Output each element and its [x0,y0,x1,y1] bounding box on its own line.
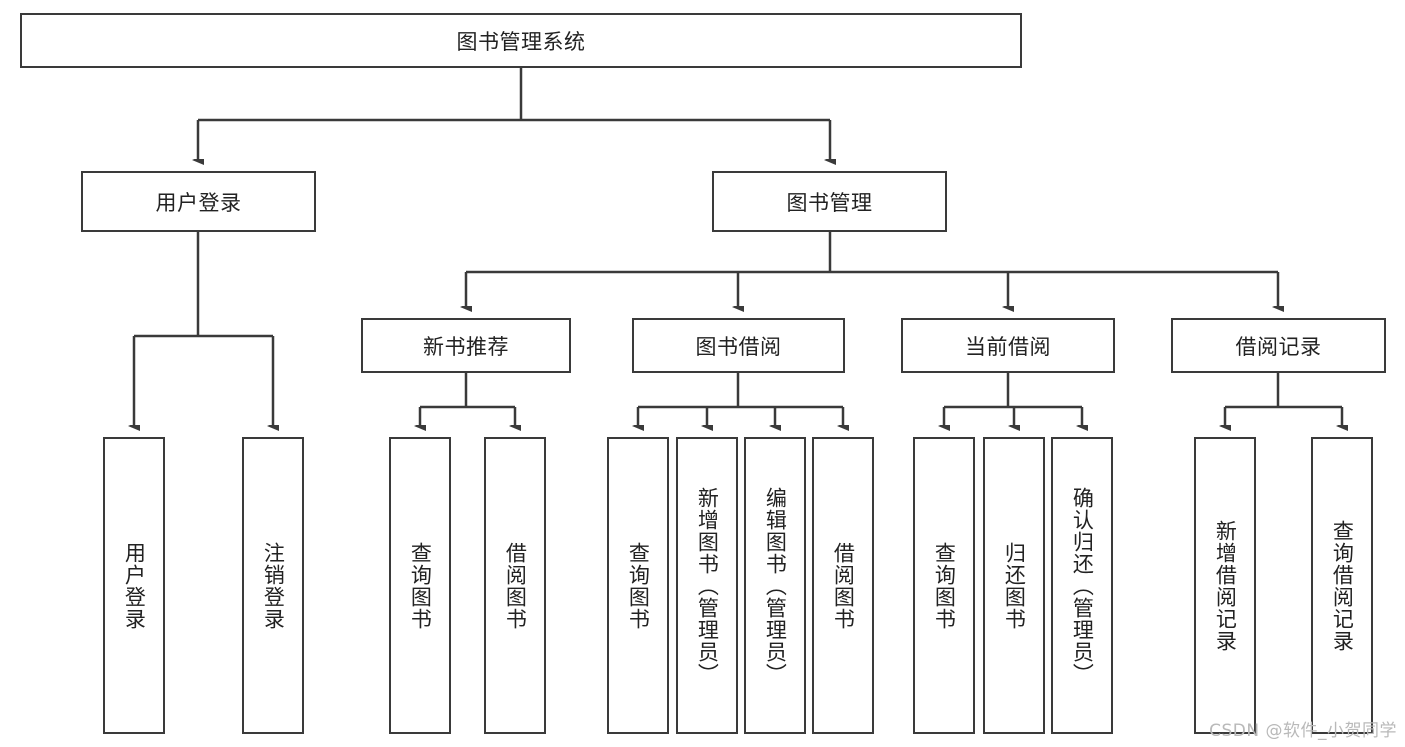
edge-user-login-to-leaves [134,232,273,426]
node-leaf-query-book-rec[interactable]: 查询图书 [389,437,451,734]
node-current-borrow[interactable]: 当前借阅 [901,318,1115,373]
edge-root-to-level1 [198,68,830,160]
node-label: 图书管理系统 [456,29,586,54]
edge-book-borrow-to-leaves [638,373,843,426]
node-label: 借阅图书 [831,541,856,630]
node-book-borrow[interactable]: 图书借阅 [632,318,845,373]
node-leaf-add-borrow-record[interactable]: 新增借阅记录 [1194,437,1256,734]
node-leaf-user-logout[interactable]: 注销登录 [242,437,304,734]
node-label: 借阅记录 [1235,334,1322,359]
node-label: 新增图书（管理员） [695,486,720,685]
node-label: 注销登录 [261,541,286,630]
node-root-system[interactable]: 图书管理系统 [20,13,1022,68]
node-leaf-query-book-borrow[interactable]: 查询图书 [607,437,669,734]
node-label: 借阅图书 [503,541,528,630]
edge-book-management-to-level2 [466,232,1278,307]
node-user-login[interactable]: 用户登录 [81,171,316,232]
node-label: 查询图书 [932,541,957,630]
node-label: 图书借阅 [695,334,782,359]
node-leaf-borrow-book-rec[interactable]: 借阅图书 [484,437,546,734]
node-label: 图书管理 [786,190,873,215]
node-leaf-user-login[interactable]: 用户登录 [103,437,165,734]
node-leaf-add-book-admin[interactable]: 新增图书（管理员） [676,437,738,734]
node-new-book-recommend[interactable]: 新书推荐 [361,318,571,373]
node-label: 确认归还（管理员） [1070,486,1095,685]
node-label: 用户登录 [122,541,147,630]
node-leaf-return-book[interactable]: 归还图书 [983,437,1045,734]
node-leaf-query-book-current[interactable]: 查询图书 [913,437,975,734]
node-label: 查询图书 [408,541,433,630]
node-label: 新增借阅记录 [1213,519,1238,652]
node-label: 查询借阅记录 [1330,519,1355,652]
node-label: 归还图书 [1002,541,1027,630]
node-label: 用户登录 [155,190,242,215]
node-label: 查询图书 [626,541,651,630]
node-leaf-borrow-book[interactable]: 借阅图书 [812,437,874,734]
node-leaf-query-borrow-record[interactable]: 查询借阅记录 [1311,437,1373,734]
node-leaf-edit-book-admin[interactable]: 编辑图书（管理员） [744,437,806,734]
node-label: 当前借阅 [965,334,1051,359]
node-label: 新书推荐 [423,334,509,359]
node-leaf-confirm-return-admin[interactable]: 确认归还（管理员） [1051,437,1113,734]
node-book-management[interactable]: 图书管理 [712,171,947,232]
node-borrow-record[interactable]: 借阅记录 [1171,318,1386,373]
edge-current-borrow-to-leaves [944,373,1082,426]
watermark-text: CSDN @软件_小贺同学 [1209,721,1397,741]
edge-new-book-recommend-to-leaves [420,373,515,426]
edge-borrow-record-to-leaves [1225,373,1342,426]
node-label: 编辑图书（管理员） [763,486,788,685]
